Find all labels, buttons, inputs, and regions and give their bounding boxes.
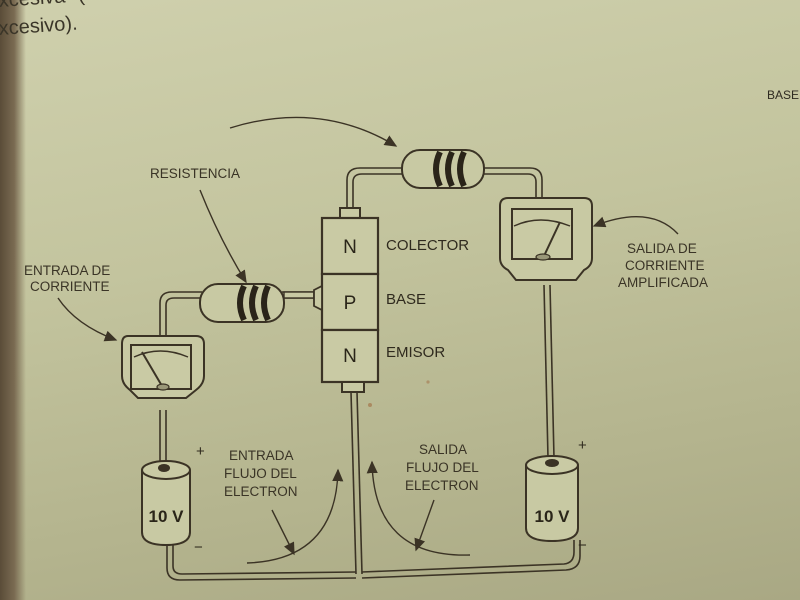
output-current-line-3: AMPLIFICADA	[618, 275, 708, 290]
input-current-callout: ENTRADA DE CORRIENTE	[24, 263, 110, 294]
resistor-base	[199, 283, 315, 323]
battery-input: 10 V + −	[141, 443, 205, 556]
paper-stain	[368, 403, 372, 407]
battery-output-positive: +	[578, 437, 587, 454]
arrow-input-flow-label	[271, 509, 295, 556]
arrow-to-input-meter	[57, 297, 118, 342]
book-spine-shadow	[0, 0, 26, 600]
output-flow-line-1: SALIDA	[419, 442, 467, 457]
battery-input-voltage: 10 V	[149, 507, 185, 526]
output-flow-line-2: FLUJO DEL	[406, 460, 479, 475]
npn-transistor: N P N COLECTOR BASE EMISOR	[313, 207, 469, 393]
emitter-label: EMISOR	[386, 344, 445, 361]
wire-top	[346, 167, 543, 208]
arrow-to-base-resistor	[199, 189, 247, 284]
electron-flow-in-curve	[246, 468, 344, 564]
arrow-to-top-resistor	[229, 116, 398, 147]
battery-input-negative: −	[194, 539, 203, 556]
output-current-line-2: CORRIENTE	[625, 258, 705, 273]
wire-emitter-ground	[350, 391, 363, 575]
output-ammeter	[499, 197, 593, 281]
input-flow-line-3: ELECTRON	[224, 484, 298, 499]
resistor-callout: RESISTENCIA	[150, 166, 240, 181]
battery-output-voltage: 10 V	[535, 507, 571, 526]
base-label: BASE	[386, 291, 426, 308]
collector-label: COLECTOR	[386, 237, 469, 254]
wire-input-meter-to-battery	[159, 410, 167, 462]
margin-fragment: BASE	[767, 88, 800, 102]
arrow-to-output-meter	[592, 216, 679, 235]
output-current-callout: SALIDA DE CORRIENTE AMPLIFICADA	[618, 241, 708, 290]
wire-bottom-loop	[166, 540, 581, 581]
battery-input-positive: +	[196, 443, 205, 460]
resistor-collector	[401, 149, 485, 189]
input-current-line-2: CORRIENTE	[30, 279, 110, 294]
input-current-line-1: ENTRADA DE	[24, 263, 110, 278]
layer-emitter-letter: N	[343, 346, 357, 367]
input-flow-callout: ENTRADA FLUJO DEL ELECTRON	[224, 448, 298, 499]
output-flow-line-3: ELECTRON	[405, 478, 479, 493]
output-flow-callout: SALIDA FLUJO DEL ELECTRON	[405, 442, 479, 493]
layer-base-letter: P	[344, 293, 357, 314]
input-flow-line-1: ENTRADA	[229, 448, 294, 463]
arrow-output-flow-label	[414, 499, 435, 552]
input-ammeter	[121, 335, 205, 399]
layer-collector-letter: N	[343, 237, 357, 258]
battery-output-negative: −	[578, 537, 587, 554]
electron-flow-out-curve	[366, 460, 471, 556]
wire-output-meter-to-battery	[543, 284, 555, 459]
output-current-line-1: SALIDA DE	[627, 241, 697, 256]
input-flow-line-2: FLUJO DEL	[224, 466, 297, 481]
paper-stain	[426, 380, 430, 384]
battery-output: 10 V + −	[525, 437, 587, 554]
